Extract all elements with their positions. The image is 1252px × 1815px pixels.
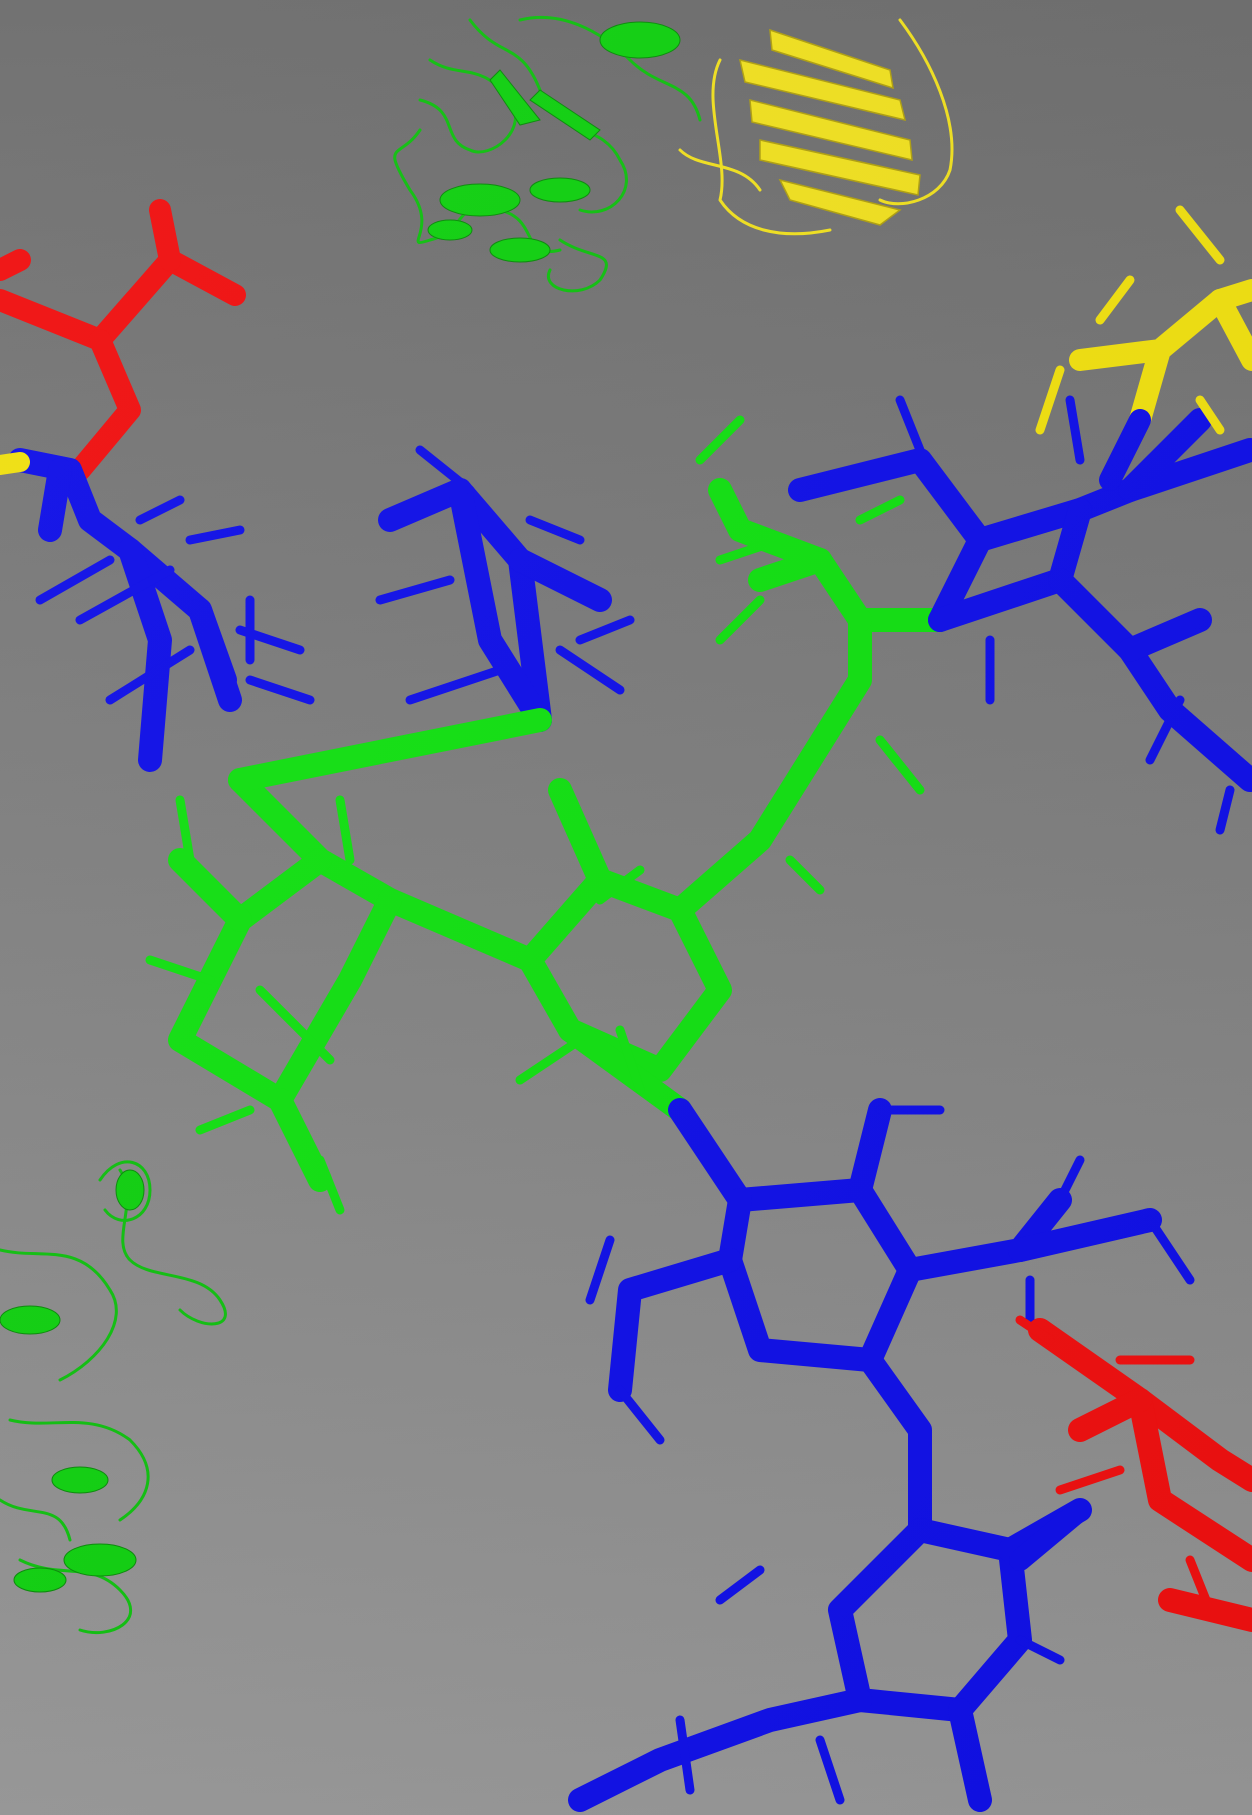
molecular-viewer-scene (0, 0, 1252, 1815)
molecule-render (0, 0, 1252, 1815)
depth-shading (0, 0, 1252, 1815)
